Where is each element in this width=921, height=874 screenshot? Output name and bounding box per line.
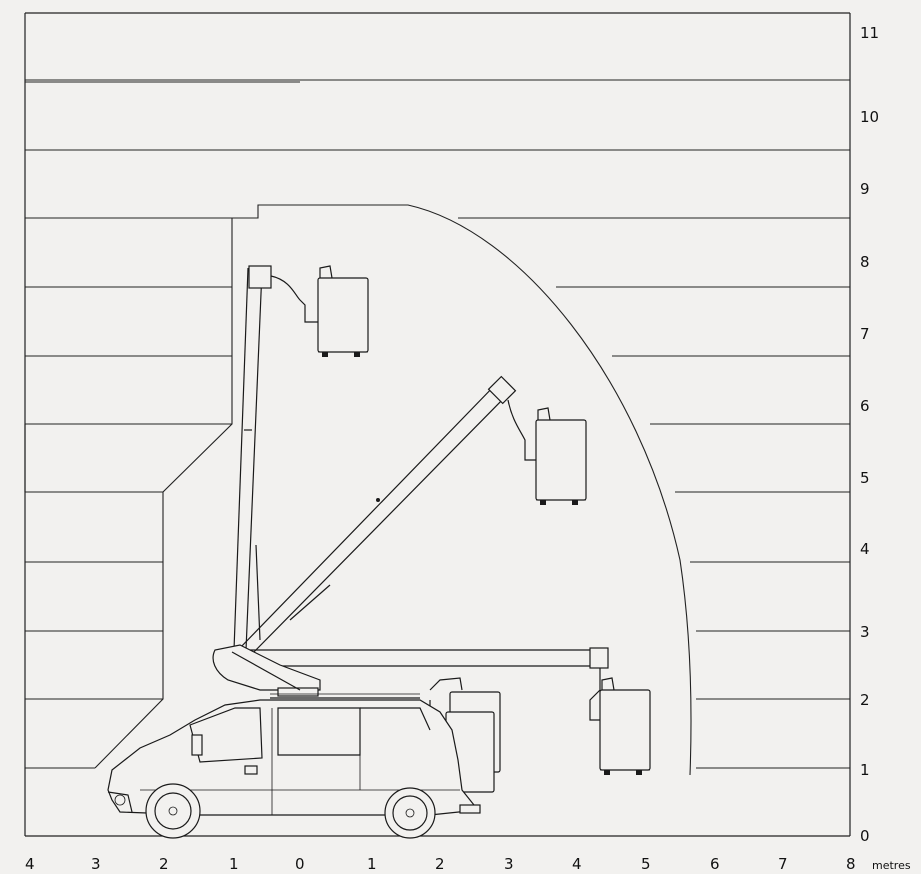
x-unit-label: metres xyxy=(872,859,911,872)
y-tick: 11 xyxy=(860,24,879,42)
x-tick: 3 xyxy=(504,855,514,873)
basket-mid xyxy=(535,407,587,505)
x-tick: 3 xyxy=(91,855,101,873)
x-tick: 4 xyxy=(25,855,35,873)
boom-horizontal xyxy=(250,647,609,721)
boom-diagonal xyxy=(237,375,536,657)
basket-low xyxy=(599,677,651,775)
x-tick: 5 xyxy=(641,855,651,873)
y-tick: 4 xyxy=(860,540,870,558)
x-tick: 6 xyxy=(710,855,720,873)
x-tick: 1 xyxy=(229,855,239,873)
y-axis-labels: 0 1 2 3 4 5 6 7 8 9 10 11 xyxy=(860,24,879,845)
boom-vertical xyxy=(233,265,318,651)
y-tick: 9 xyxy=(860,180,870,198)
height-grid xyxy=(25,79,850,769)
x-tick: 2 xyxy=(435,855,445,873)
boom-turret xyxy=(212,644,321,697)
x-tick: 7 xyxy=(778,855,788,873)
x-axis-labels: 4 3 2 1 0 1 2 3 4 5 6 7 8 metres xyxy=(25,855,911,873)
y-tick: 3 xyxy=(860,623,870,641)
van xyxy=(107,693,481,839)
working-envelope xyxy=(24,204,692,776)
y-tick: 0 xyxy=(860,827,870,845)
x-tick: 8 xyxy=(846,855,856,873)
y-tick: 5 xyxy=(860,469,870,487)
y-tick: 6 xyxy=(860,397,870,415)
y-tick: 2 xyxy=(860,691,870,709)
y-tick: 8 xyxy=(860,253,870,271)
x-tick: 1 xyxy=(367,855,377,873)
y-tick: 10 xyxy=(860,108,879,126)
x-tick: 4 xyxy=(572,855,582,873)
x-tick: 2 xyxy=(159,855,169,873)
basket-top xyxy=(317,265,369,357)
y-tick: 1 xyxy=(860,761,870,779)
x-tick: 0 xyxy=(295,855,305,873)
y-tick: 7 xyxy=(860,325,870,343)
